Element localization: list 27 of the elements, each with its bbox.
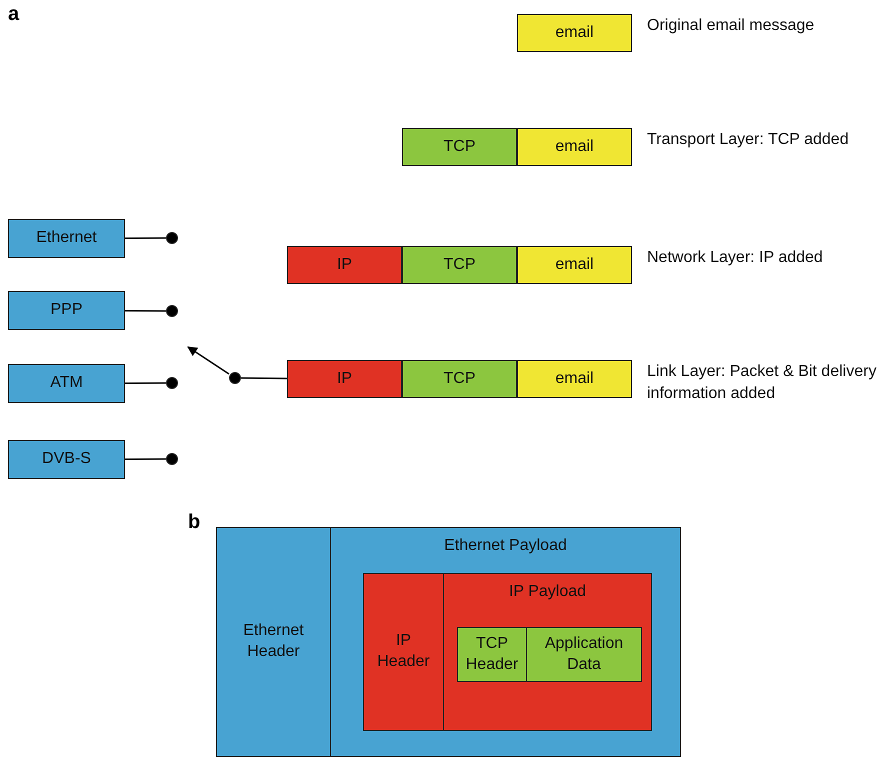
connector-line xyxy=(125,382,166,384)
payload-box: IP Payload TCP Header Application Data xyxy=(443,573,652,731)
packet-field: DVB-S xyxy=(8,440,125,479)
packet-field: PPP xyxy=(8,291,125,330)
packet-field: IP xyxy=(287,246,402,284)
panel-letter: a xyxy=(8,2,20,27)
connector-line xyxy=(241,377,287,380)
layer-description: Transport Layer: TCP added xyxy=(647,130,850,150)
arrow xyxy=(187,346,230,375)
connector-line xyxy=(125,237,166,239)
payload-box: Ethernet Payload IP Header IP Payload TCP Header Application Data xyxy=(330,527,681,757)
connector-line xyxy=(125,310,166,312)
packet-field: Ethernet xyxy=(8,219,125,258)
connector-line xyxy=(125,458,166,460)
panel-letter: b xyxy=(188,510,200,535)
packet-field: ATM xyxy=(8,364,125,403)
layer-description: Original email message xyxy=(647,16,816,36)
packet-field: TCP xyxy=(402,128,517,166)
packet-field: TCP xyxy=(402,246,517,284)
header-box: Application Data xyxy=(526,627,642,682)
layer-description: Link Layer: Packet & Bit delivery information added xyxy=(647,362,878,404)
header-box: IP Header xyxy=(363,573,444,731)
packet-field: IP xyxy=(287,360,402,398)
packet-field: TCP xyxy=(402,360,517,398)
header-box: TCP Header xyxy=(457,627,527,682)
layer-description: Network Layer: IP added xyxy=(647,248,824,268)
header-box: Ethernet Header xyxy=(216,527,331,757)
